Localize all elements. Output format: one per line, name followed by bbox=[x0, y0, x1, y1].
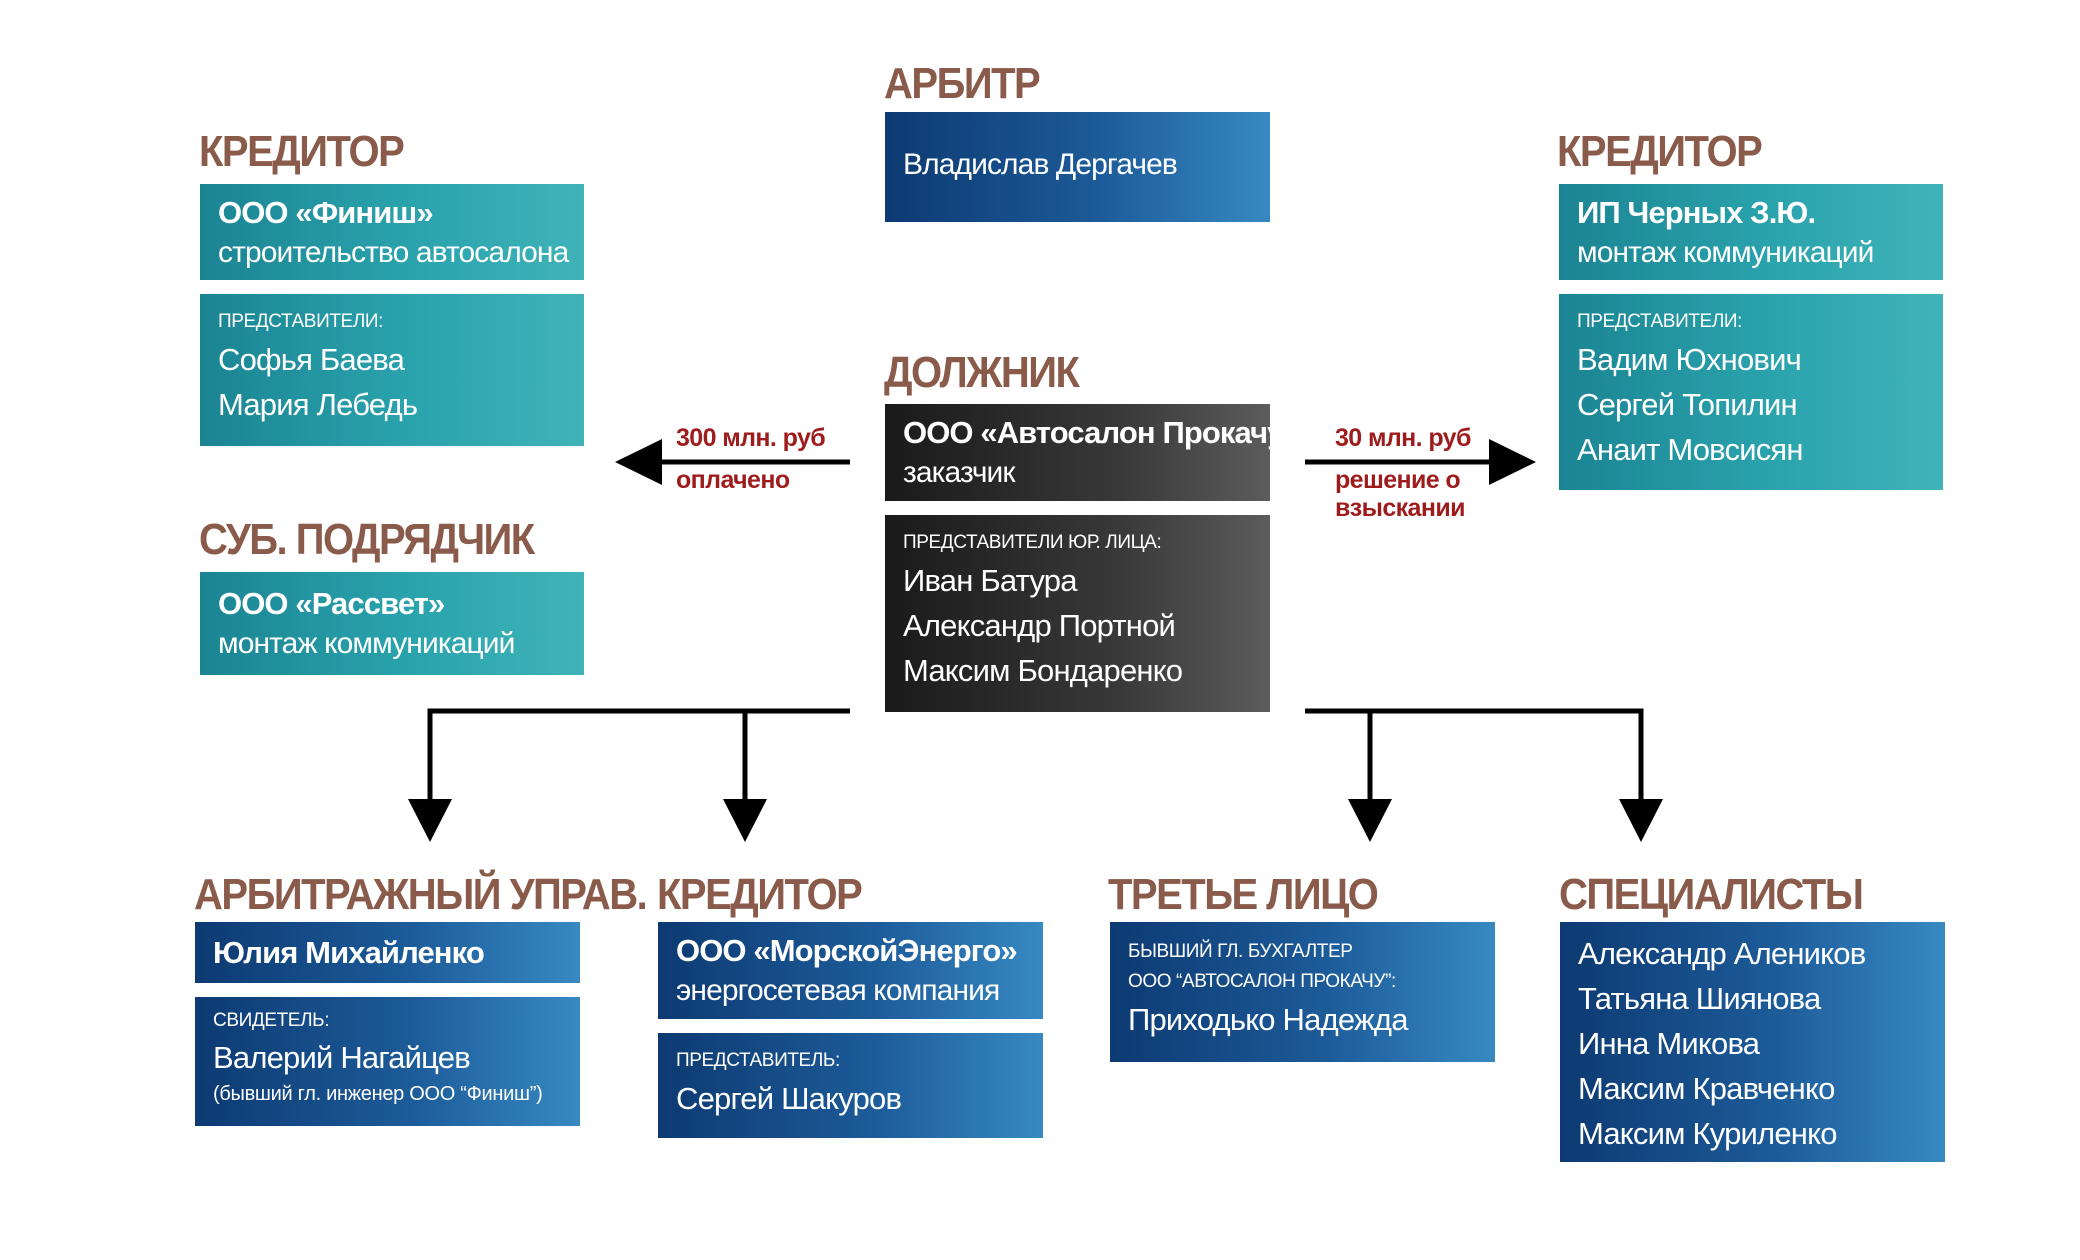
debtor-reps-box: ПРЕДСТАВИТЕЛИ ЮР. ЛИЦА: Иван Батура Алек… bbox=[885, 515, 1270, 712]
debtor-role: заказчик bbox=[903, 456, 1016, 489]
creditor-right-rep: Сергей Топилин bbox=[1577, 387, 1798, 422]
creditor-right-reps-label: ПРЕДСТАВИТЕЛИ: bbox=[1577, 311, 1743, 332]
subcontractor-company: ООО «Рассвет» bbox=[218, 586, 445, 621]
branch-right-line bbox=[1305, 708, 1644, 800]
branch-left-line bbox=[427, 708, 850, 800]
subcontractor-role: монтаж коммуникаций bbox=[218, 627, 515, 660]
arbitration-manager-heading: АРБИТРАЖНЫЙ УПРАВ. bbox=[194, 871, 648, 919]
arbiter-heading: АРБИТР bbox=[884, 60, 1041, 108]
creditor-left-rep: Софья Баева bbox=[218, 342, 405, 377]
creditor-right-role: монтаж коммуникаций bbox=[1577, 236, 1874, 269]
creditor-right-heading: КРЕДИТОР bbox=[1557, 128, 1763, 176]
creditor-bottom-company-box: ООО «МорскойЭнерго» энергосетевая компан… bbox=[658, 922, 1043, 1019]
creditor-left-company: ООО «Финиш» bbox=[218, 195, 434, 230]
witness-note: (бывший гл. инженер ООО “Финиш”) bbox=[213, 1083, 543, 1105]
debtor-reps-label: ПРЕДСТАВИТЕЛИ ЮР. ЛИЦА: bbox=[903, 532, 1162, 553]
third-party-desc-line2: ООО “АВТОСАЛОН ПРОКАЧУ”: bbox=[1128, 971, 1396, 992]
arrow-left-status: оплачено bbox=[676, 466, 790, 494]
third-party-desc-line1: БЫВШИЙ ГЛ. БУХГАЛТЕР bbox=[1128, 941, 1353, 962]
arrow-down-specialists bbox=[1619, 799, 1663, 842]
debtor-heading: ДОЛЖНИК bbox=[884, 349, 1080, 397]
specialists-box: Александр Алеников Татьяна Шиянова Инна … bbox=[1560, 922, 1945, 1162]
third-party-box: БЫВШИЙ ГЛ. БУХГАЛТЕР ООО “АВТОСАЛОН ПРОК… bbox=[1110, 922, 1495, 1062]
arbiter-box: Владислав Дергачев bbox=[885, 112, 1270, 222]
creditor-left-role: строительство автосалона bbox=[218, 236, 569, 269]
arbitration-manager-name: Юлия Михайленко bbox=[213, 935, 485, 970]
subcontractor-heading: СУБ. ПОДРЯДЧИК bbox=[199, 516, 535, 564]
creditor-right-rep: Вадим Юхнович bbox=[1577, 342, 1802, 377]
creditor-left-company-box: ООО «Финиш» строительство автосалона bbox=[200, 184, 584, 280]
witness-label: СВИДЕТЕЛЬ: bbox=[213, 1010, 330, 1031]
creditor-right-company: ИП Черных З.Ю. bbox=[1577, 195, 1816, 230]
creditor-right-rep: Анаит Мовсисян bbox=[1577, 432, 1804, 467]
creditor-left-reps-label: ПРЕДСТАВИТЕЛИ: bbox=[218, 311, 384, 332]
debtor-rep: Максим Бондаренко bbox=[903, 653, 1183, 688]
creditor-right-reps-box: ПРЕДСТАВИТЕЛИ: Вадим Юхнович Сергей Топи… bbox=[1559, 294, 1943, 490]
creditor-left-rep: Мария Лебедь bbox=[218, 387, 418, 422]
specialist-name: Татьяна Шиянова bbox=[1578, 981, 1821, 1016]
arrow-right-status-line1: решение о bbox=[1335, 466, 1461, 494]
specialist-name: Инна Микова bbox=[1578, 1026, 1760, 1061]
arrow-down-arbitration-manager bbox=[408, 799, 452, 842]
arrow-left-head bbox=[615, 439, 662, 485]
specialist-name: Александр Алеников bbox=[1578, 936, 1866, 971]
arrow-right-head bbox=[1489, 439, 1536, 485]
third-party-name: Приходько Надежда bbox=[1128, 1002, 1408, 1037]
debtor-rep: Александр Портной bbox=[903, 608, 1176, 643]
arrow-right-amount: 30 млн. руб bbox=[1335, 424, 1471, 452]
creditor-right-company-box: ИП Черных З.Ю. монтаж коммуникаций bbox=[1559, 184, 1943, 280]
debtor-company: ООО «Автосалон Прокачу» bbox=[903, 415, 1270, 450]
creditor-left-reps-box: ПРЕДСТАВИТЕЛИ: Софья Баева Мария Лебедь bbox=[200, 294, 584, 446]
creditor-bottom-rep-label: ПРЕДСТАВИТЕЛЬ: bbox=[676, 1050, 840, 1071]
debtor-rep: Иван Батура bbox=[903, 563, 1077, 598]
creditor-left-heading: КРЕДИТОР bbox=[199, 128, 405, 176]
creditor-bottom-heading: КРЕДИТОР bbox=[657, 871, 863, 919]
subcontractor-box: ООО «Рассвет» монтаж коммуникаций bbox=[200, 572, 584, 675]
witness-name: Валерий Нагайцев bbox=[213, 1040, 471, 1075]
specialist-name: Максим Куриленко bbox=[1578, 1116, 1837, 1151]
creditor-bottom-role: энергосетевая компания bbox=[676, 974, 1000, 1007]
arrow-left-amount: 300 млн. руб bbox=[676, 424, 826, 452]
specialists-heading: СПЕЦИАЛИСТЫ bbox=[1559, 871, 1864, 919]
arrow-right-status-line2: взыскании bbox=[1335, 494, 1466, 522]
creditor-bottom-rep-name: Сергей Шакуров bbox=[676, 1081, 902, 1116]
arrow-down-creditor-bottom bbox=[723, 799, 767, 842]
debtor-company-box: ООО «Автосалон Прокачу» заказчик bbox=[885, 404, 1270, 501]
specialist-name: Максим Кравченко bbox=[1578, 1071, 1835, 1106]
arbitration-manager-box: Юлия Михайленко bbox=[195, 922, 580, 983]
creditor-bottom-rep-box: ПРЕДСТАВИТЕЛЬ: Сергей Шакуров bbox=[658, 1033, 1043, 1138]
third-party-heading: ТРЕТЬЕ ЛИЦО bbox=[1108, 871, 1379, 919]
creditor-bottom-company: ООО «МорскойЭнерго» bbox=[676, 933, 1018, 968]
arrow-down-third-party bbox=[1348, 799, 1392, 842]
witness-box: СВИДЕТЕЛЬ: Валерий Нагайцев (бывший гл. … bbox=[195, 997, 580, 1126]
arbiter-name: Владислав Дергачев bbox=[903, 148, 1178, 181]
